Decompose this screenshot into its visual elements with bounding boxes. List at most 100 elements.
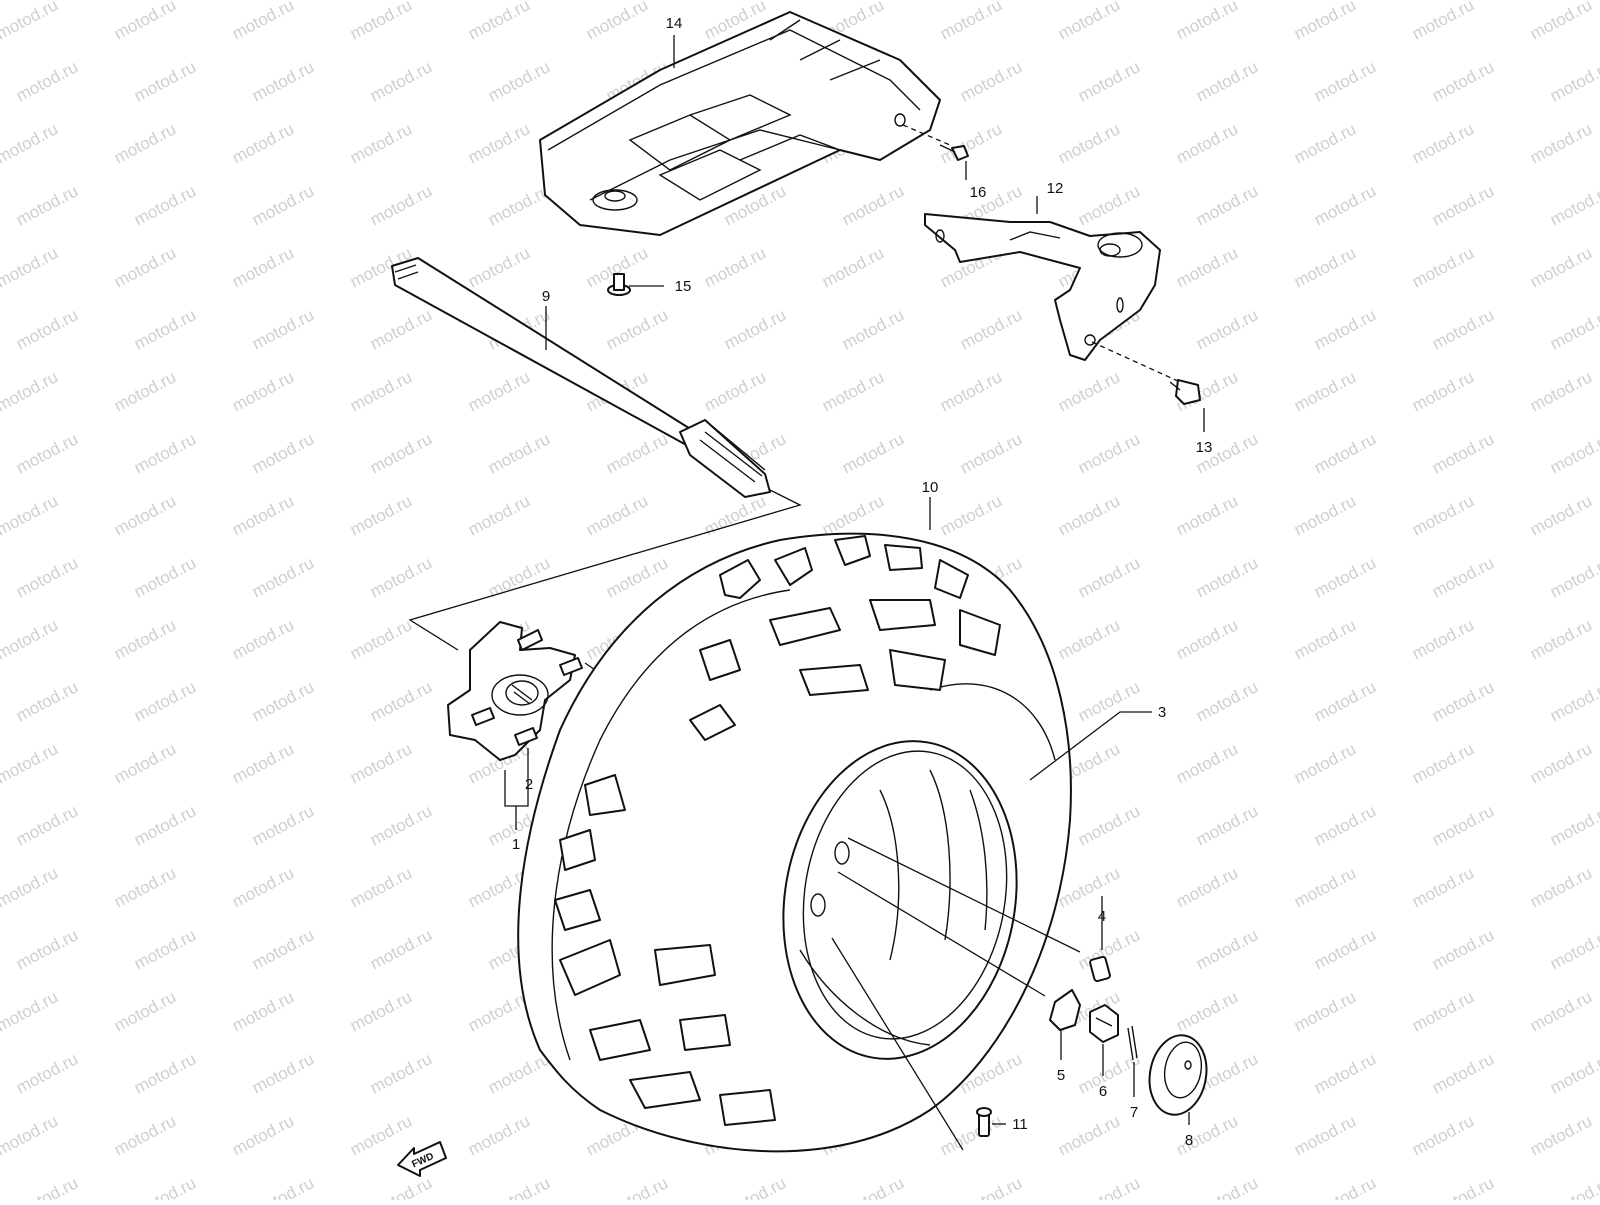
watermark-text: motod.ru [367,553,435,601]
watermark-text: motod.ru [131,553,199,601]
watermark-text: motod.ru [0,367,61,415]
watermark-text: motod.ru [1547,801,1600,849]
watermark-text: motod.ru [347,739,415,787]
part-15-bolt[interactable] [607,273,631,296]
watermark-text: motod.ru [1547,429,1600,477]
part-14-skid-plate[interactable] [539,11,941,236]
watermark-text: motod.ru [229,491,297,539]
watermark-text: motod.ru [1527,987,1595,1035]
part-13-bolt[interactable] [1091,341,1201,405]
watermark-text: motod.ru [131,925,199,973]
watermark-text: motod.ru [229,615,297,663]
watermark-text: motod.ru [1547,677,1600,725]
watermark-text: motod.ru [1429,1173,1497,1200]
watermark-text: motod.ru [1547,1173,1600,1200]
watermark-text: motod.ru [465,243,533,291]
part-2-wheel-studs[interactable] [471,629,583,746]
part-12-bracket[interactable] [924,213,1161,361]
watermark-text: motod.ru [249,57,317,105]
watermark-text: motod.ru [347,367,415,415]
watermark-text: motod.ru [111,491,179,539]
watermark-text: motod.ru [1055,1111,1123,1159]
watermark-text: motod.ru [0,243,61,291]
part-7-cotter-pin[interactable] [1127,1025,1138,1061]
watermark-text: motod.ru [1311,57,1379,105]
watermark-text: motod.ru [701,243,769,291]
watermark-text: motod.ru [1547,57,1600,105]
watermark-text: motod.ru [249,181,317,229]
watermark-text: motod.ru [1311,1049,1379,1097]
watermark-text: motod.ru [229,243,297,291]
watermark-text: motod.ru [1547,553,1600,601]
part-9-drive-shaft[interactable] [391,257,771,498]
callout-10: 10 [922,479,939,496]
part-1-hub[interactable] [447,621,576,761]
watermark-text: motod.ru [367,429,435,477]
watermark-text: motod.ru [249,801,317,849]
watermark-text: motod.ru [1055,367,1123,415]
watermark-text: motod.ru [819,243,887,291]
watermark-text: motod.ru [1291,987,1359,1035]
watermark-text: motod.ru [229,119,297,167]
watermark-text: motod.ru [13,801,81,849]
part-4-nut[interactable] [1089,955,1111,983]
watermark-text: motod.ru [1527,1111,1595,1159]
watermark-text: motod.ru [1291,863,1359,911]
watermark-text: motod.ru [1547,181,1600,229]
part-3-wheel-rim[interactable] [759,722,1041,1077]
watermark-text: motod.ru [1429,1049,1497,1097]
watermark-text: motod.ru [249,305,317,353]
part-8-hub-cap[interactable] [1143,1031,1212,1120]
watermark-text: motod.ru [701,367,769,415]
part-6-castle-nut[interactable] [1089,1004,1119,1043]
watermark-text: motod.ru [249,925,317,973]
watermark-text: motod.ru [1311,925,1379,973]
watermark-text: motod.ru [347,987,415,1035]
watermark-text: motod.ru [347,863,415,911]
watermark-text: motod.ru [1547,1049,1600,1097]
watermark-text: motod.ru [0,1111,61,1159]
watermark-text: motod.ru [1173,987,1241,1035]
watermark-text: motod.ru [1311,305,1379,353]
callout-1: 1 [512,836,520,853]
watermark-text: motod.ru [367,305,435,353]
watermark-text: motod.ru [367,677,435,725]
watermark-text: motod.ru [1527,863,1595,911]
watermark-text: motod.ru [1311,677,1379,725]
watermark-text: motod.ru [1075,553,1143,601]
watermark-text: motod.ru [0,987,61,1035]
watermark-text: motod.ru [131,429,199,477]
watermark-text: motod.ru [1311,181,1379,229]
watermark-text: motod.ru [1193,553,1261,601]
callout-2: 2 [525,776,533,793]
watermark-text: motod.ru [819,491,887,539]
callout-16: 16 [970,184,987,201]
watermark-text: motod.ru [347,615,415,663]
watermark-text: motod.ru [1429,553,1497,601]
watermark-text: motod.ru [1291,0,1359,44]
watermark-text: motod.ru [131,1049,199,1097]
watermark-text: motod.ru [1173,243,1241,291]
watermark-text: motod.ru [465,1111,533,1159]
watermark-text: motod.ru [1409,119,1477,167]
watermark-text: motod.ru [1429,305,1497,353]
watermark-text: motod.ru [1075,677,1143,725]
watermark-text: motod.ru [367,801,435,849]
watermark-text: motod.ru [249,677,317,725]
part-16-bolt[interactable] [902,124,969,161]
watermark-text: motod.ru [367,181,435,229]
watermark-text: motod.ru [1075,57,1143,105]
watermark-text: motod.ru [1429,57,1497,105]
watermark-text: motod.ru [1547,925,1600,973]
watermark-text: motod.ru [465,367,533,415]
watermark-text: motod.ru [485,57,553,105]
rim-assembly-lines [831,711,1152,1151]
watermark-text: motod.ru [13,1049,81,1097]
watermark-text: motod.ru [1409,491,1477,539]
watermark-text: motod.ru [367,57,435,105]
part-11-valve[interactable] [976,1107,992,1137]
part-5-washer[interactable] [1049,989,1081,1031]
watermark-text: motod.ru [1527,119,1595,167]
watermark-text: motod.ru [13,181,81,229]
